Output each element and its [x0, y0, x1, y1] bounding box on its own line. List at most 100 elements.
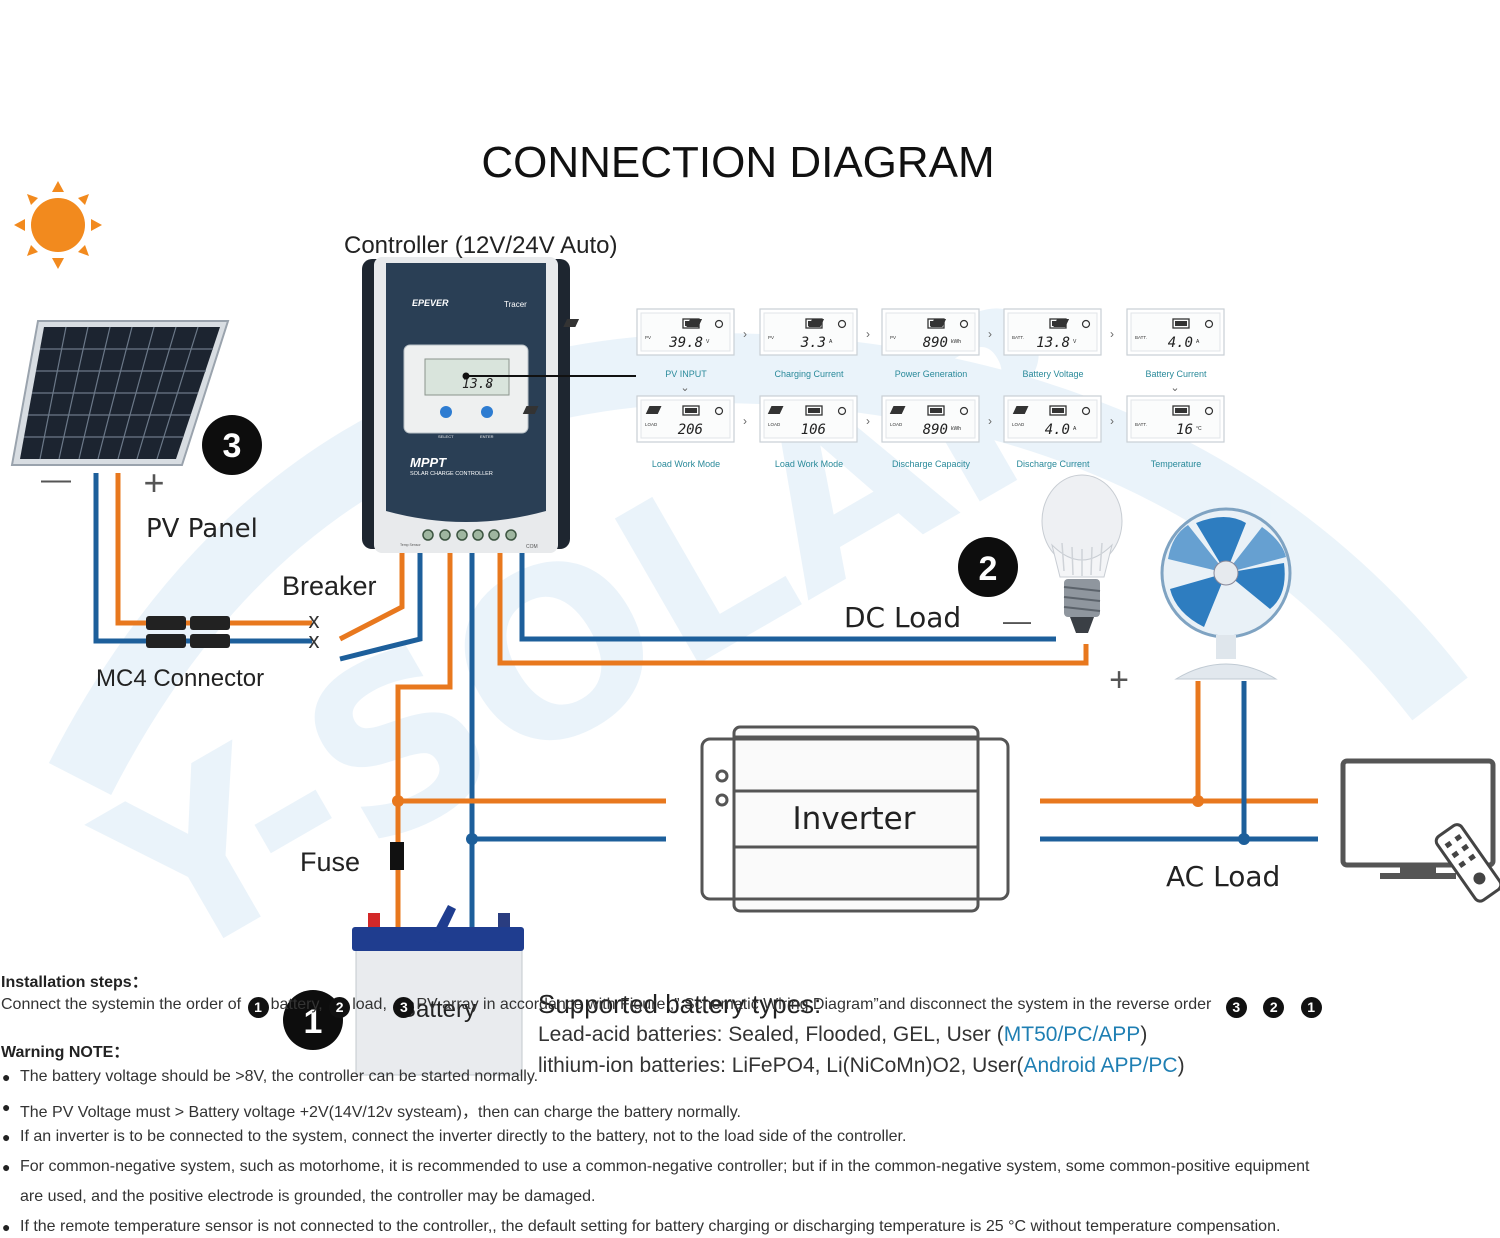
controller-lcd-value: 13.8 — [462, 377, 493, 392]
battery-icon — [352, 905, 524, 1076]
pv-negative-wire — [93, 473, 312, 644]
solar-panel-icon — [10, 320, 230, 466]
step-3-badge: 3 — [393, 997, 415, 1018]
dc-plus-sign: + — [1109, 661, 1129, 699]
lcd-tag: BATT. — [1012, 335, 1024, 340]
pv-positive-wire — [115, 473, 312, 626]
light-bulb-icon — [1041, 474, 1123, 633]
lcd-value: 3.3 — [800, 335, 826, 351]
lcd-unit: kWh — [951, 339, 961, 345]
mc4-connector-icon — [146, 616, 230, 648]
inverter-label: Inverter — [793, 801, 916, 837]
lcd-arrow-icon: › — [1110, 327, 1114, 341]
lcd-unit: A — [829, 339, 833, 345]
lcd-unit: V — [1073, 339, 1077, 345]
step-1-marker: 1 — [283, 990, 343, 1050]
lcd-value: 13.8 — [1036, 335, 1070, 351]
lcd-caption: Load Work Mode — [775, 459, 843, 469]
pv-panel-label: PV Panel — [146, 514, 258, 544]
lcd-value: 106 — [801, 422, 826, 438]
lcd-tag: LOAD — [1012, 422, 1025, 427]
warning-item: are used, and the positive electrode is … — [20, 1188, 596, 1205]
warning-item: If an inverter is to be connected to the… — [20, 1128, 907, 1145]
lcd-unit: A — [1196, 339, 1200, 345]
lcd-arrow-icon: › — [988, 414, 992, 428]
lcd-unit: °C — [1196, 426, 1202, 432]
controller-model: Tracer — [504, 300, 527, 309]
warning-bullet: ● — [2, 1219, 11, 1235]
sun-icon — [14, 181, 102, 269]
pv-plus-sign: + — [143, 462, 164, 503]
installation-heading: Installation steps： — [1, 974, 148, 991]
lcd-arrow-icon: › — [743, 414, 747, 428]
lcd-value: 4.0 — [1045, 422, 1070, 438]
lcd-caption: Power Generation — [895, 369, 968, 379]
lcd-arrow-icon: › — [866, 327, 870, 341]
pv-minus-sign: — — [41, 463, 71, 496]
lcd-tag: PV — [890, 335, 896, 340]
battery-positive-wire — [395, 551, 453, 929]
breaker-label: Breaker — [282, 571, 377, 601]
svg-text:SELECT: SELECT — [438, 434, 454, 439]
lead-acid-link: MT50/PC/APP — [1004, 1023, 1141, 1046]
lithium-link: Android APP/PC — [1023, 1054, 1177, 1077]
lcd-unit: V — [706, 339, 710, 345]
breaker-x-bottom: x — [309, 628, 320, 653]
lead-acid-types: Lead-acid batteries: Sealed, Flooded, GE… — [538, 1023, 1147, 1046]
controller-brand: EPEVER — [412, 298, 449, 308]
step-1-badge: 1 — [247, 997, 269, 1018]
reverse-2-badge: 2 — [1263, 997, 1285, 1018]
svg-text:COM: COM — [526, 544, 538, 550]
lcd-arrow-icon: › — [1110, 414, 1114, 428]
lcd-value: 39.8 — [668, 335, 703, 351]
fuse-label: Fuse — [300, 847, 360, 877]
lcd-value: 890 — [923, 335, 948, 351]
lcd-value: 16 — [1176, 422, 1193, 438]
lcd-value: 4.0 — [1168, 335, 1193, 351]
fuse-icon — [390, 842, 404, 870]
lcd-caption: Discharge Capacity — [892, 459, 971, 469]
warning-heading: Warning NOTE： — [1, 1044, 130, 1061]
reverse-3-badge: 3 — [1225, 997, 1247, 1018]
warning-bullet: ● — [2, 1159, 11, 1175]
lcd-tag: LOAD — [768, 422, 781, 427]
step-2-marker: 2 — [958, 537, 1018, 597]
warning-item: For common-negative system, such as moto… — [20, 1158, 1310, 1175]
lcd-tag: PV — [768, 335, 774, 340]
lcd-value: 206 — [678, 422, 703, 438]
lcd-tag: PV — [645, 335, 651, 340]
lcd-tag: BATT. — [1135, 335, 1147, 340]
lcd-value: 890 — [923, 422, 948, 438]
lcd-caption: Temperature — [1151, 459, 1202, 469]
svg-text:V: V — [487, 384, 491, 390]
warning-bullet: ● — [2, 1129, 11, 1145]
svg-text:1: 1 — [304, 1003, 323, 1041]
inverter-icon — [700, 725, 1010, 913]
dc-load-negative-wire — [519, 551, 1056, 642]
lithium-types: lithium-ion batteries: LiFePO4, Li(NiCoM… — [538, 1054, 1185, 1077]
lcd-caption: Battery Current — [1145, 369, 1207, 379]
charge-controller-icon: EPEVER Tracer 13.8 V SELECT ENTER MPPT S… — [362, 257, 570, 553]
warning-item: The PV Voltage must > Battery voltage +2… — [20, 1104, 741, 1121]
dc-load-label: DC Load — [844, 601, 961, 634]
remote-control-icon — [1434, 823, 1500, 903]
lcd-arrow-icon: › — [866, 414, 870, 428]
warning-bullet: ● — [2, 1069, 11, 1085]
lcd-caption: PV INPUT — [665, 369, 707, 379]
lcd-tag: LOAD — [890, 422, 903, 427]
reverse-1-badge: 1 — [1300, 997, 1322, 1018]
svg-text:Temp Sensor: Temp Sensor — [400, 543, 421, 547]
step-3-marker: 3 — [202, 415, 262, 475]
lcd-caption: Discharge Current — [1016, 459, 1090, 469]
lcd-arrow-icon: › — [988, 327, 992, 341]
controller-label: Controller (12V/24V Auto) — [344, 232, 617, 259]
lcd-arrow-icon: › — [743, 327, 747, 341]
page-title: CONNECTION DIAGRAM — [481, 138, 994, 187]
warning-item: If the remote temperature sensor is not … — [20, 1218, 1281, 1235]
